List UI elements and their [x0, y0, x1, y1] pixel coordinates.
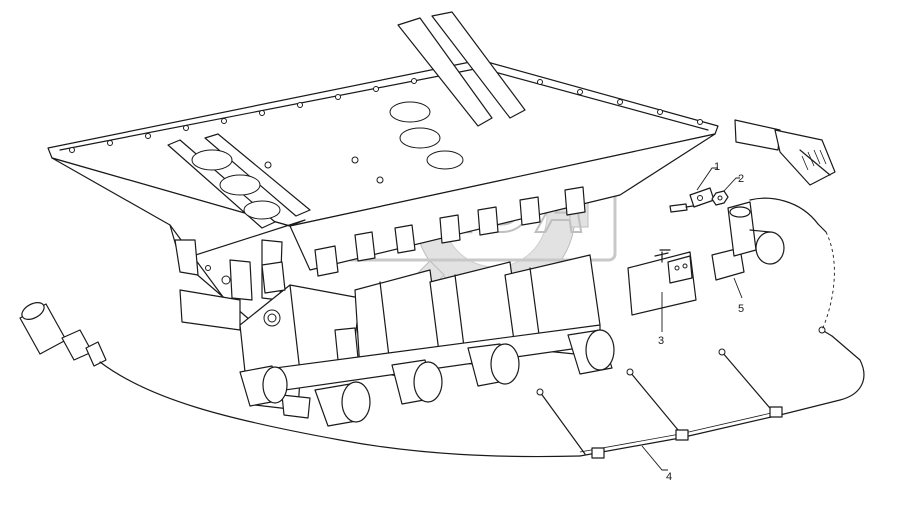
harness-junction: [591, 447, 605, 459]
rim-holes: [69, 78, 703, 285]
hopper-rib: [431, 11, 526, 119]
outlet-tube: [567, 329, 615, 375]
unit-brackets: [261, 186, 586, 294]
part-3-sensor-plate: [627, 249, 697, 316]
callout-4: 4: [666, 471, 672, 483]
outlet-tubes: [239, 329, 615, 427]
callouts: 1 2 3 4 5: [641, 161, 744, 483]
outlet-tube: [467, 343, 520, 387]
hopper-rib: [397, 17, 493, 127]
part-2-nut: [711, 190, 729, 206]
harness-connector: [19, 302, 107, 367]
harness-junction: [675, 429, 689, 441]
callout-5: 5: [738, 303, 744, 315]
callout-2: 2: [738, 173, 744, 185]
outlet-tube: [314, 381, 371, 427]
callout-3: 3: [658, 335, 664, 347]
part-4-harness: [19, 231, 865, 459]
side-bracket: [734, 119, 836, 186]
outlet-tube: [239, 365, 288, 407]
part-1-bolt-bracket: [669, 187, 715, 213]
hopper-rib: [204, 133, 311, 217]
floor-openings: [191, 101, 464, 220]
harness-junction: [769, 406, 783, 418]
hopper-side-plate: [179, 289, 241, 331]
outlet-tube: [391, 359, 443, 405]
callout-1: 1: [714, 161, 720, 173]
part-5-sensor: [711, 197, 827, 281]
